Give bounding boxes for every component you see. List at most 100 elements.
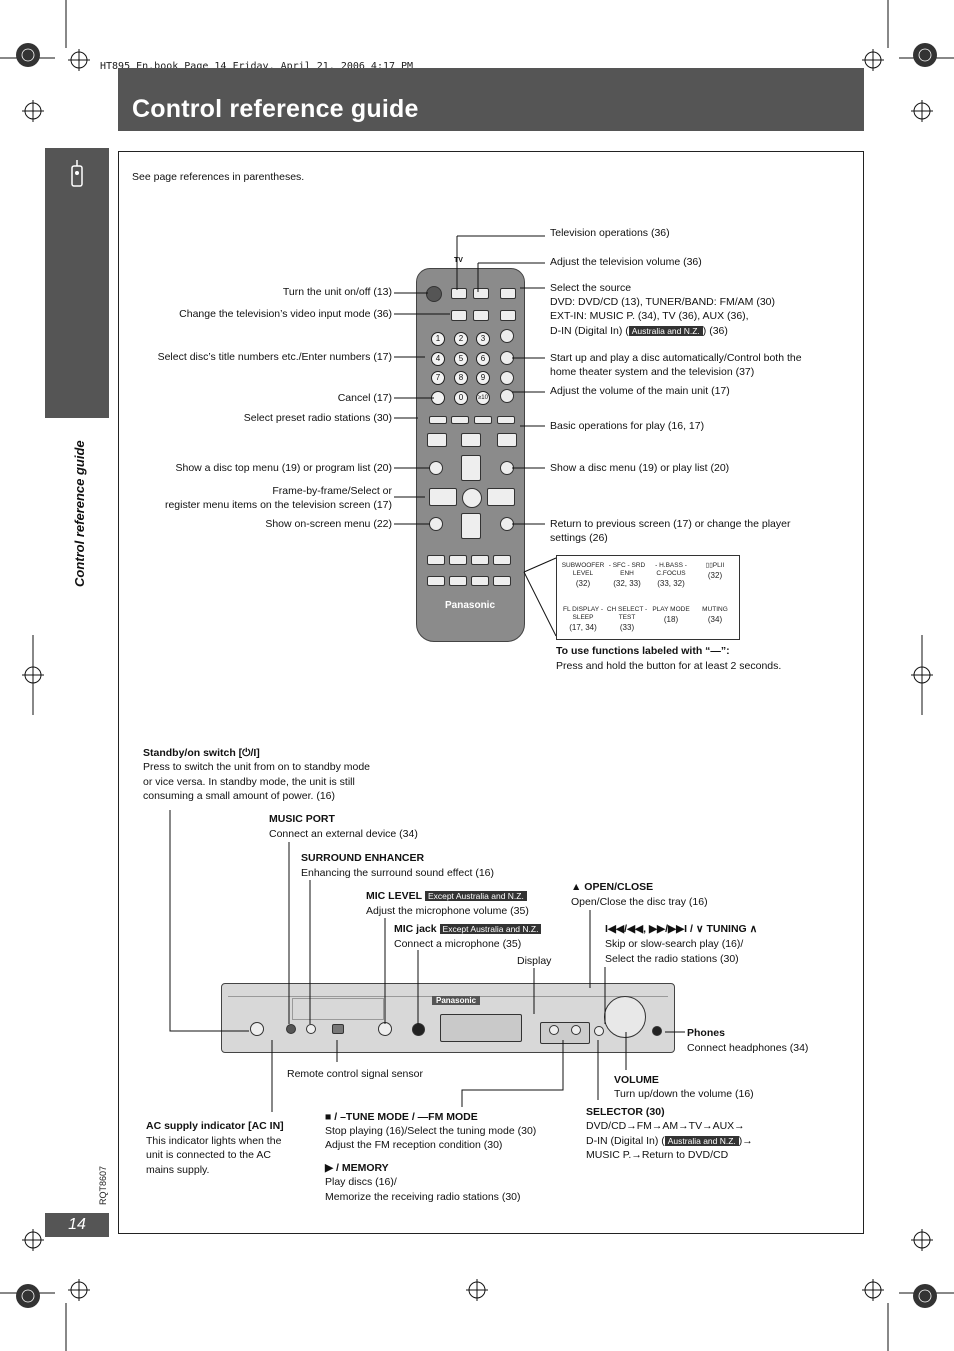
stop-button[interactable] — [427, 433, 447, 447]
num-key-0[interactable]: 0 — [454, 391, 468, 405]
cursor-right-button[interactable] — [487, 488, 515, 506]
tuning-desc-2: Select the radio stations (30) — [605, 953, 739, 965]
cursor-left-button[interactable] — [429, 488, 457, 506]
tv-volume-up[interactable] — [473, 288, 489, 299]
ext-in-button[interactable] — [500, 329, 514, 343]
func-num: (34) — [707, 615, 723, 624]
func-label: ▯▯PLII — [705, 562, 725, 569]
label-tv-ops: Television operations (36) — [550, 227, 670, 239]
play-title: ▶ / MEMORY — [325, 1162, 389, 1174]
source-3-text: D-IN (Digital In) ( — [550, 325, 629, 337]
label-start-play: Start up and play a disc automatically/C… — [550, 352, 802, 364]
surround-button[interactable] — [306, 1024, 316, 1034]
standby-3: consuming a small amount of power. (16) — [143, 790, 336, 802]
func-cell-4: ▯▯PLII(32) — [693, 562, 737, 580]
label-numbers: Select disc’s title numbers etc./Enter n… — [157, 351, 392, 363]
num-key-1[interactable]: 1 — [431, 332, 445, 346]
func-cell-2: - SFC - SRD ENH(32, 33) — [605, 562, 649, 588]
unit-stop-button[interactable] — [549, 1025, 559, 1035]
func-num: (33, 32) — [657, 579, 685, 588]
func-button-4[interactable] — [493, 555, 511, 565]
music-port-jack[interactable] — [286, 1024, 296, 1034]
func-num: (17, 34) — [569, 623, 597, 632]
open-title: ▲ OPEN/CLOSE — [571, 881, 654, 893]
selector-tag: Australia and N.Z. — [664, 1136, 739, 1146]
tv-av-button[interactable] — [451, 310, 467, 321]
num-key-10[interactable]: ≥10 — [476, 391, 490, 405]
enter-button[interactable] — [462, 488, 482, 508]
selector-2: D-IN (Digital In) (Australia and N.Z.)→ — [586, 1134, 753, 1149]
label-source-3: D-IN (Digital In) (Australia and N.Z.) (… — [550, 324, 728, 339]
volume-up-button[interactable] — [500, 371, 514, 385]
tuner-button[interactable] — [500, 310, 516, 321]
func-note: Press and hold the button for at least 2… — [556, 660, 782, 672]
func-button-8[interactable] — [493, 576, 511, 586]
num-key-7[interactable]: 7 — [431, 371, 445, 385]
func-label: PLAY MODE — [652, 606, 690, 613]
func-button-6[interactable] — [449, 576, 467, 586]
func-num: (32, 33) — [613, 579, 641, 588]
skip-back-button[interactable] — [429, 416, 447, 424]
display-window — [440, 1014, 522, 1042]
selector-1: DVD/CD→FM→AM→TV→AUX→ — [586, 1120, 745, 1132]
remote-brand: Panasonic — [445, 600, 496, 611]
tv-power-button[interactable] — [451, 288, 467, 299]
label-source-2: EXT-IN: MUSIC P. (34), TV (36), AUX (36)… — [550, 310, 749, 322]
label-cancel: Cancel (17) — [337, 392, 392, 404]
cursor-up-button[interactable] — [461, 455, 481, 481]
func-label: - H.BASS - C.FOCUS — [655, 562, 687, 577]
num-key-4[interactable]: 4 — [431, 352, 445, 366]
func-label: CH SELECT - TEST — [606, 606, 648, 621]
cursor-down-button[interactable] — [461, 513, 481, 539]
play-1: Play discs (16)/ — [325, 1176, 397, 1188]
func-button-5[interactable] — [427, 576, 445, 586]
intro-text: See page references in parentheses. — [132, 171, 305, 183]
ac-3: mains supply. — [146, 1164, 210, 1176]
play-button[interactable] — [497, 433, 517, 447]
mic-level-name: MIC LEVEL — [366, 890, 423, 902]
standby-title: Standby/on switch [⏻/I] — [143, 747, 260, 759]
label-main-volume: Adjust the volume of the main unit (17) — [550, 385, 730, 397]
label-frame: Frame-by-frame/Select or — [272, 485, 392, 497]
phones-jack[interactable] — [652, 1026, 662, 1036]
phones-title: Phones — [687, 1027, 725, 1039]
skip-fwd-button[interactable] — [451, 416, 469, 424]
volume-down-button[interactable] — [500, 389, 514, 403]
func-button-3[interactable] — [471, 555, 489, 565]
selector-3: MUSIC P.→Return to DVD/CD — [586, 1149, 729, 1161]
num-key-3[interactable]: 3 — [476, 332, 490, 346]
surround-desc: Enhancing the surround sound effect (16) — [301, 867, 495, 879]
dvd-button[interactable] — [500, 288, 516, 299]
power-button[interactable] — [426, 286, 442, 302]
func-button-1[interactable] — [427, 555, 445, 565]
num-key-9[interactable]: 9 — [476, 371, 490, 385]
num-key-6[interactable]: 6 — [476, 352, 490, 366]
mic-level-title: MIC LEVEL Except Australia and N.Z. — [366, 889, 527, 904]
slow-fwd-button[interactable] — [497, 416, 515, 424]
phones-desc: Connect headphones (34) — [687, 1042, 809, 1054]
standby-1: Press to switch the unit from on to stan… — [143, 761, 371, 773]
label-presets: Select preset radio stations (30) — [243, 412, 392, 424]
func-cell-3: - H.BASS - C.FOCUS (33, 32) — [649, 562, 693, 588]
tv-volume-down[interactable] — [473, 310, 489, 321]
num-key-8[interactable]: 8 — [454, 371, 468, 385]
mic-level-desc: Adjust the microphone volume (35) — [366, 905, 529, 917]
title-bar — [118, 68, 864, 131]
pause-button[interactable] — [461, 433, 481, 447]
selector-button[interactable] — [594, 1026, 604, 1036]
func-button-2[interactable] — [449, 555, 467, 565]
func-cell-7: PLAY MODE(18) — [649, 606, 693, 624]
remote-control: TV 1 2 3 4 5 6 7 8 9 0 ≥10 Panasonic — [416, 257, 525, 642]
standby-switch[interactable] — [250, 1022, 264, 1036]
func-button-7[interactable] — [471, 576, 489, 586]
side-tab — [45, 148, 109, 418]
mic-jack-title: MIC jack Except Australia and N.Z. — [394, 922, 542, 937]
num-key-5[interactable]: 5 — [454, 352, 468, 366]
label-onscreen: Show on-screen menu (22) — [265, 518, 392, 530]
slow-back-button[interactable] — [474, 416, 492, 424]
unit-play-button[interactable] — [571, 1025, 581, 1035]
volume-knob[interactable] — [604, 996, 646, 1038]
volume-desc: Turn up/down the volume (16) — [614, 1088, 754, 1100]
num-key-2[interactable]: 2 — [454, 332, 468, 346]
